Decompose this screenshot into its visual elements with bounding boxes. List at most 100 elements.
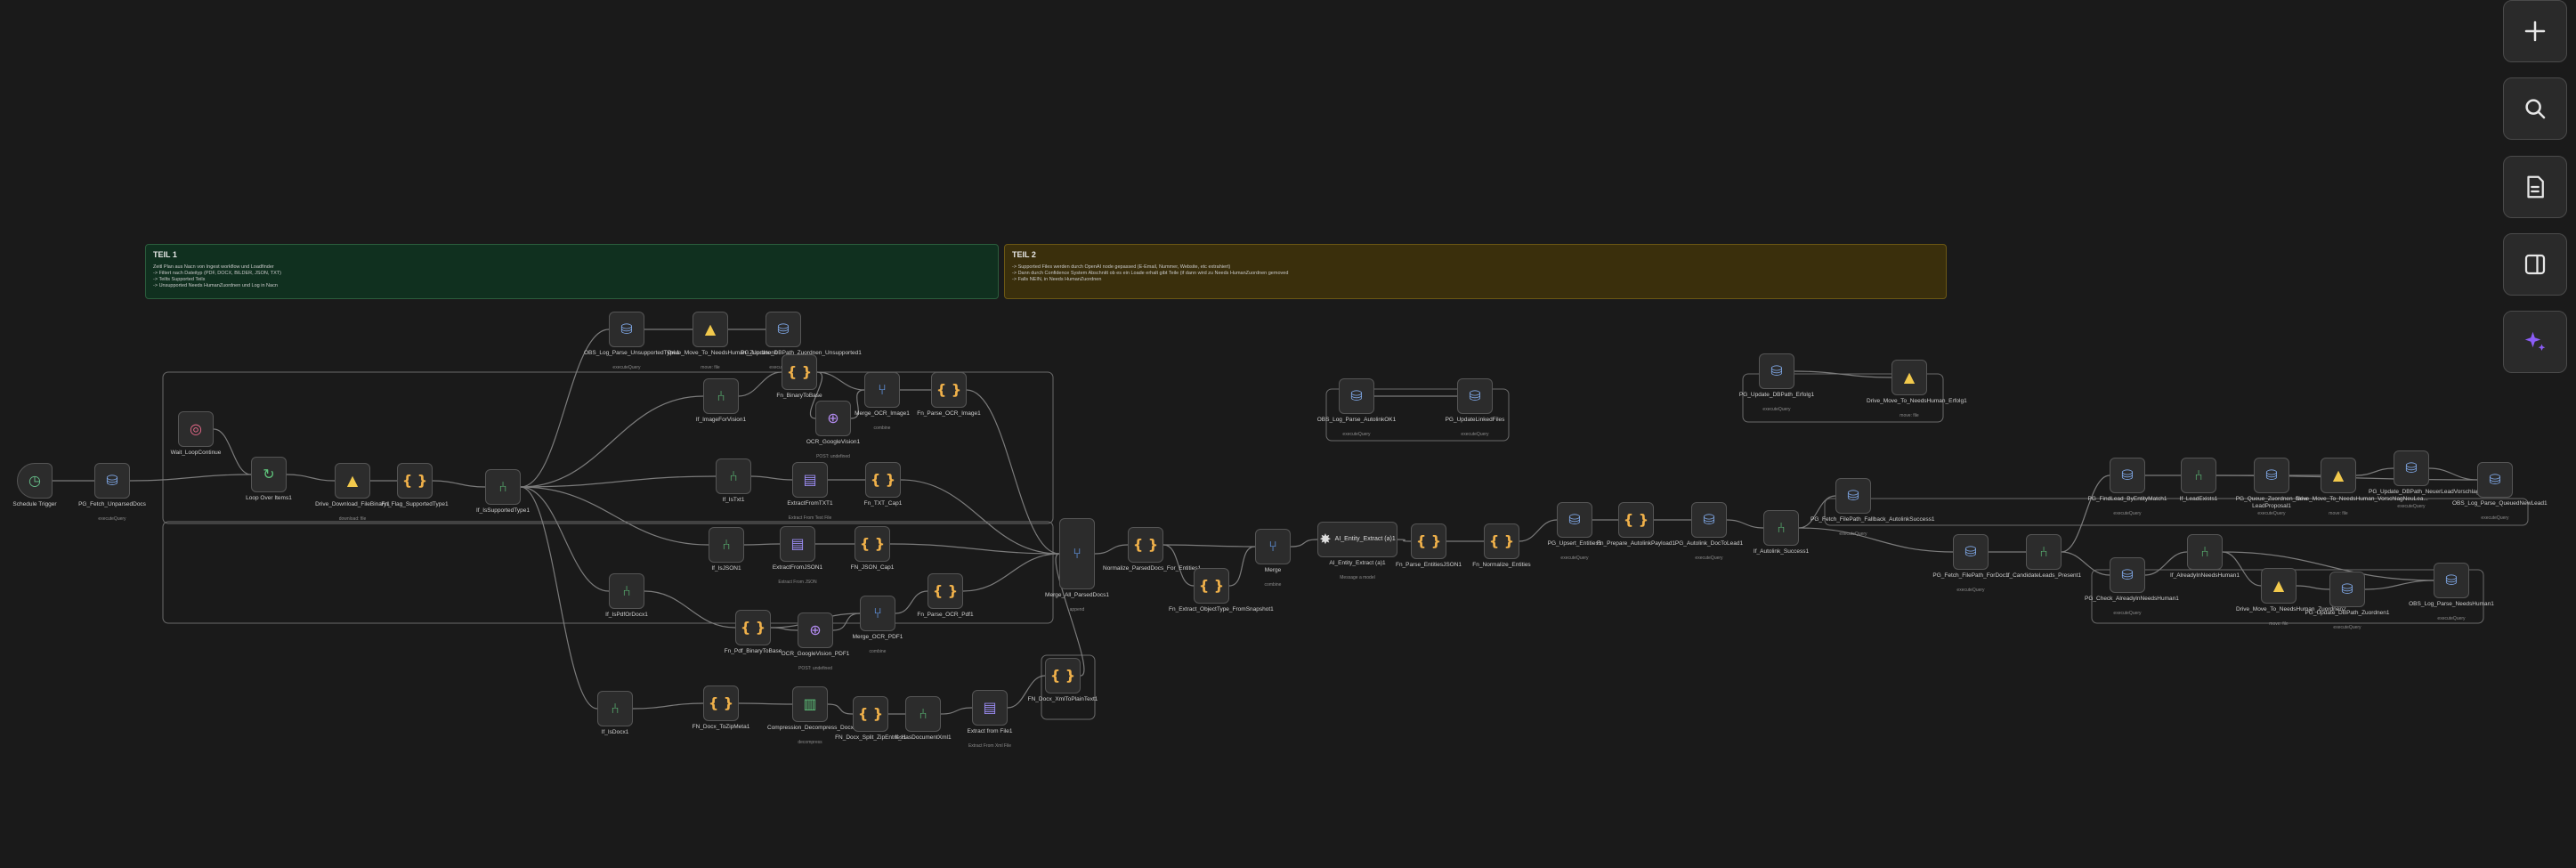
connection-line[interactable] xyxy=(286,474,336,482)
workflow-node-fn-prepare-autolink[interactable]: { } xyxy=(1618,502,1654,538)
workflow-node-fn-docx-xml-to-plain[interactable]: { } xyxy=(1045,658,1081,694)
workflow-node-drive-move-vorschlag[interactable]: ▲ xyxy=(2321,458,2356,493)
workflow-node-pg-find-lead-by-entity[interactable]: ⛁ xyxy=(2110,458,2145,493)
workflow-node-if-is-json[interactable]: ⑃ xyxy=(709,527,744,563)
workflow-node-if-candidate-leads[interactable]: ⑃ xyxy=(2026,534,2062,570)
workflow-node-fn-json-cap[interactable]: { } xyxy=(855,526,890,562)
workflow-node-drive-move-zuordnen2[interactable]: ▲ xyxy=(2261,568,2297,604)
workflow-node-fn-docx-to-zip[interactable]: { } xyxy=(703,685,739,721)
workflow-node-if-is-docx[interactable]: ⑃ xyxy=(597,691,633,726)
workflow-node-ocr-google-vision[interactable]: ⊕ xyxy=(815,401,851,436)
workflow-node-if-has-document-xml[interactable]: ⑃ xyxy=(905,696,941,732)
connection-line[interactable] xyxy=(2296,585,2330,590)
workflow-node-pg-update-dbpath-unsupp[interactable]: ⛁ xyxy=(766,312,801,347)
workflow-node-compression-decompress[interactable]: ▥ xyxy=(792,686,828,722)
workflow-node-if-already-in-needs-human[interactable]: ⑃ xyxy=(2187,534,2223,570)
connection-line[interactable] xyxy=(2061,551,2110,576)
workflow-node-merge-ocr-pdf[interactable]: ⑂ xyxy=(860,596,895,631)
workflow-node-fn-flag-supported[interactable]: { } xyxy=(397,463,433,499)
connection-line[interactable] xyxy=(940,707,973,715)
connection-line[interactable] xyxy=(213,428,252,475)
workflow-node-drive-move-erfolg[interactable]: ▲ xyxy=(1891,360,1927,395)
connection-line[interactable] xyxy=(1094,544,1129,555)
workflow-node-fn-parse-ocr-pdf[interactable]: { } xyxy=(928,573,963,609)
workflow-node-extract-from-file[interactable]: ▤ xyxy=(972,690,1008,726)
workflow-node-merge-ocr-image[interactable]: ⑂ xyxy=(864,372,900,408)
connection-line[interactable] xyxy=(832,612,861,631)
workflow-node-if-image-for-vision[interactable]: ⑃ xyxy=(703,378,739,414)
workflow-node-loop-over-items[interactable]: ↻ xyxy=(251,457,287,492)
workflow-node-fn-binary-to-base[interactable]: { } xyxy=(782,354,817,390)
connection-line[interactable] xyxy=(966,389,1060,555)
workflow-node-fn-pdf-binary-to-base[interactable]: { } xyxy=(735,610,771,645)
workflow-node-pg-queue-zuordnen[interactable]: ⛁ xyxy=(2254,458,2289,493)
connection-line[interactable] xyxy=(900,479,1060,555)
workflow-node-ai-entity-extract[interactable]: ✸AI_Entity_Extract (a)1 xyxy=(1317,522,1397,557)
workflow-node-pg-update-dbpath-neu[interactable]: ⛁ xyxy=(2394,450,2429,486)
workflow-node-fn-normalize-entities[interactable]: { } xyxy=(1484,523,1519,559)
workflow-node-fn-docx-split-zip[interactable]: { } xyxy=(853,696,888,732)
toggle-panel-button[interactable] xyxy=(2503,233,2567,296)
connection-line[interactable] xyxy=(2144,551,2188,576)
connection-line[interactable] xyxy=(2222,551,2262,587)
sticky-note-teil-1[interactable]: TEIL 1 Zeitl Plan aus Nacn von Ingest wo… xyxy=(145,244,999,299)
workflow-node-extract-from-txt[interactable]: ▤ xyxy=(792,462,828,498)
workflow-node-merge[interactable]: ⑂ xyxy=(1255,529,1291,564)
sticky-note-teil-2[interactable]: TEIL 2 -> Supported Files werden durch O… xyxy=(1004,244,1947,299)
workflow-node-obs-log-parse-queued[interactable]: ⛁ xyxy=(2477,462,2513,498)
connection-line[interactable] xyxy=(520,486,709,546)
add-sticky-note-button[interactable] xyxy=(2503,156,2567,218)
connection-line[interactable] xyxy=(816,371,865,391)
workflow-node-fn-txt-cap[interactable]: { } xyxy=(865,462,901,498)
connection-line[interactable] xyxy=(2355,467,2394,476)
connection-line[interactable] xyxy=(1519,519,1558,542)
workflow-node-ocr-google-vision-pdf[interactable]: ⊕ xyxy=(798,612,833,648)
connection-line[interactable] xyxy=(1798,527,1954,553)
connection-line[interactable] xyxy=(743,543,781,546)
connection-line[interactable] xyxy=(632,702,704,710)
connection-line[interactable] xyxy=(1007,675,1046,709)
search-button[interactable] xyxy=(2503,77,2567,140)
workflow-node-pg-check-already-human[interactable]: ⛁ xyxy=(2110,557,2145,593)
workflow-node-obs-log-parse-autolink[interactable]: ⛁ xyxy=(1339,378,1374,414)
connection-line[interactable] xyxy=(520,475,717,488)
workflow-node-obs-log-parse-unsupp[interactable]: ⛁ xyxy=(609,312,644,347)
connection-line[interactable] xyxy=(738,702,793,705)
workflow-node-normalize-parsed-docs[interactable]: { } xyxy=(1128,527,1163,563)
connection-line[interactable] xyxy=(129,474,252,482)
connection-line[interactable] xyxy=(1290,539,1318,548)
workflow-node-merge-all-parsed[interactable]: ⑂ xyxy=(1059,518,1095,589)
connection-line[interactable] xyxy=(809,371,823,419)
connection-line[interactable] xyxy=(962,553,1060,592)
workflow-node-if-is-supported[interactable]: ⑃ xyxy=(485,469,521,505)
workflow-node-wait-loop-continue[interactable]: ◎ xyxy=(178,411,214,447)
connection-line[interactable] xyxy=(520,329,610,488)
connection-line[interactable] xyxy=(1798,495,1836,529)
connection-line[interactable] xyxy=(1726,519,1764,529)
connection-line[interactable] xyxy=(738,371,782,397)
workflow-node-drive-download[interactable]: ▲ xyxy=(335,463,370,499)
workflow-node-obs-log-parse-needs-human[interactable]: ⛁ xyxy=(2434,563,2469,598)
ask-ai-button[interactable] xyxy=(2503,311,2567,373)
workflow-node-fn-extract-object-type[interactable]: { } xyxy=(1194,568,1229,604)
workflow-node-if-is-pdf-or-docx[interactable]: ⑃ xyxy=(609,573,644,609)
workflow-node-if-lead-exists[interactable]: ⑃ xyxy=(2181,458,2216,493)
connection-line[interactable] xyxy=(2061,475,2110,553)
connection-line[interactable] xyxy=(2364,580,2434,590)
connection-line[interactable] xyxy=(1055,553,1085,677)
connection-line[interactable] xyxy=(2222,551,2434,581)
workflow-node-pg-update-dbpath-zuord[interactable]: ⛁ xyxy=(2329,572,2365,607)
workflow-node-pg-fetch-unparsed[interactable]: ⛁ xyxy=(94,463,130,499)
workflow-node-extract-from-json[interactable]: ▤ xyxy=(780,526,815,562)
workflow-node-if-autolink-success[interactable]: ⑃ xyxy=(1763,510,1799,546)
workflow-node-schedule-trigger[interactable]: ◷ xyxy=(17,463,53,499)
workflow-node-fn-parse-entities-json[interactable]: { } xyxy=(1411,523,1446,559)
connection-line[interactable] xyxy=(850,389,865,419)
connection-line[interactable] xyxy=(520,486,610,592)
connection-line[interactable] xyxy=(895,590,928,614)
add-node-button[interactable] xyxy=(2503,0,2567,62)
connection-line[interactable] xyxy=(520,395,704,488)
connection-line[interactable] xyxy=(432,480,486,488)
connection-line[interactable] xyxy=(889,543,1060,555)
